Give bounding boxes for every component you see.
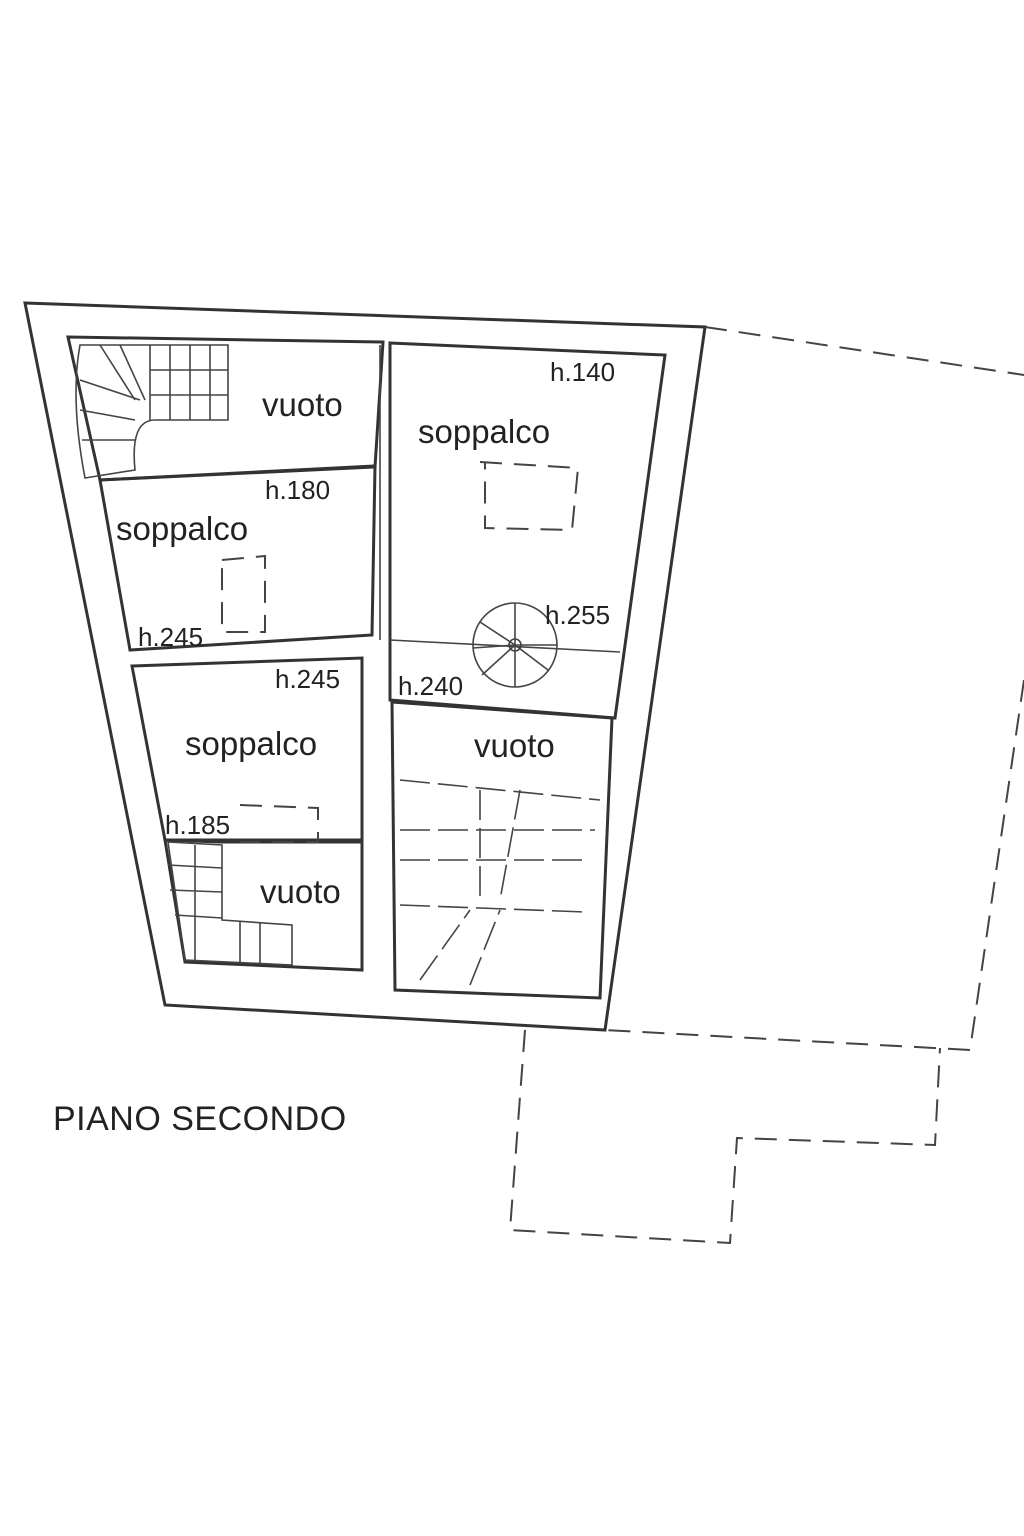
outer-wall [23, 301, 707, 1032]
room-label: vuoto [260, 873, 341, 910]
plan-title: PIANO SECONDO [53, 1100, 347, 1138]
stair-top-left-icon [75, 344, 229, 479]
room-vuoto-bottom-left [163, 838, 364, 972]
height-label: h.245 [275, 664, 341, 694]
height-label: h.240 [398, 671, 464, 701]
room-soppalco-left-upper [98, 464, 377, 652]
trapdoor-outline [239, 804, 319, 843]
adjacent-outline [704, 326, 1024, 376]
room-soppalco-right [388, 341, 667, 720]
room-soppalco-left-lower [130, 656, 364, 842]
height-label: h.255 [545, 600, 611, 630]
room-label: soppalco [116, 510, 249, 547]
height-label: h.245 [138, 622, 204, 652]
stair-bottom-left-icon [167, 841, 293, 966]
adjacent-outline [508, 1029, 941, 1245]
room-vuoto-right [390, 700, 614, 1000]
spiral-stair-icon [472, 602, 558, 688]
room-label: soppalco [185, 725, 318, 762]
height-label: h.185 [165, 810, 231, 840]
room-label: vuoto [262, 386, 343, 423]
room-label: vuoto [474, 727, 555, 764]
stair-right-icon [399, 779, 601, 986]
height-label: h.180 [265, 475, 331, 505]
height-label: h.140 [550, 357, 616, 387]
adjacent-outline [604, 679, 1024, 1052]
room-label: soppalco [418, 413, 551, 450]
trapdoor-outline [479, 461, 580, 532]
trapdoor-outline [221, 554, 266, 633]
